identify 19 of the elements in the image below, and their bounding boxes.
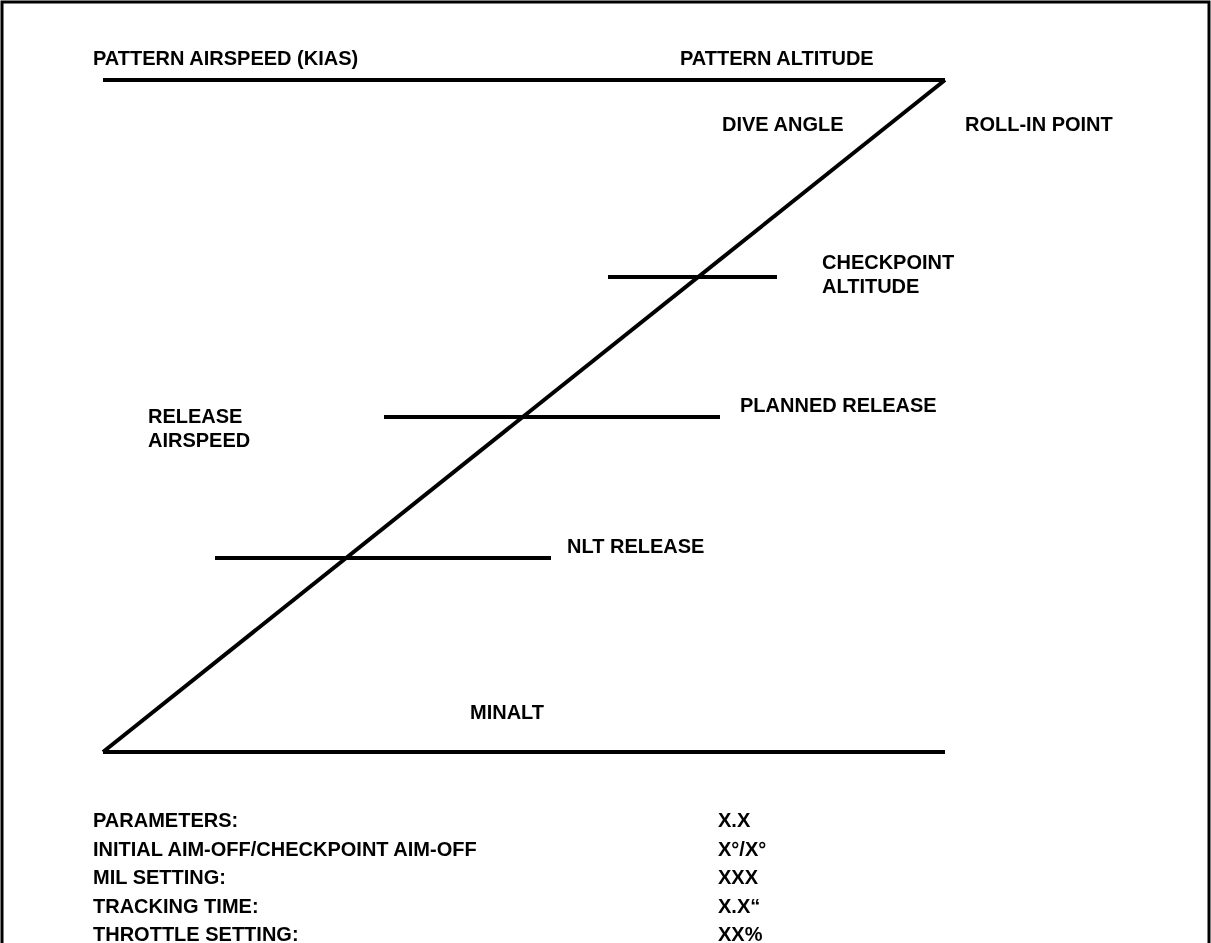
parameter-name: THROTTLE SETTING: xyxy=(93,922,299,943)
pattern-label: PATTERN AIRSPEED (KIAS) xyxy=(93,46,359,70)
altitude-label: MINALT xyxy=(470,700,545,724)
airspeed-label: RELEASE AIRSPEED xyxy=(148,404,252,452)
parameter-value: XXX xyxy=(718,865,759,889)
release-label: NLT RELEASE xyxy=(567,534,705,558)
parameter-name: INITIAL AIM-OFF/CHECKPOINT AIM-OFF xyxy=(93,836,477,861)
parameter-name: MIL SETTING: xyxy=(93,865,226,889)
release-label: PLANNED RELEASE xyxy=(740,393,937,417)
parameter-name: TRACKING TIME: xyxy=(93,893,259,918)
parameter-name: PARAMETERS: xyxy=(93,808,239,832)
parameter-value: X.X xyxy=(718,808,751,832)
parameter-value: XX% xyxy=(718,922,763,943)
parameter-value: X°/X° xyxy=(718,836,767,861)
altitude-label: CHECKPOINT ALTITUDE xyxy=(822,250,956,298)
pattern-label: PATTERN ALTITUDE xyxy=(680,46,874,70)
parameter-value: X.X“ xyxy=(718,893,761,918)
point-label: ROLL-IN POINT xyxy=(965,112,1113,136)
angle-label: DIVE ANGLE xyxy=(722,112,844,136)
